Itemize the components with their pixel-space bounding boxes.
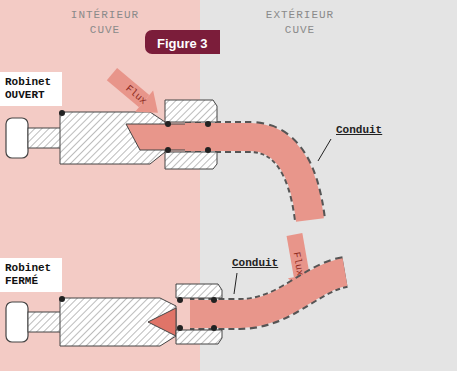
figure-badge: Figure 3: [145, 30, 220, 54]
flow-arrow: [103, 63, 167, 123]
leader-line: [318, 139, 331, 161]
region-heading: EXTÉRIEUR CUVE: [260, 8, 340, 38]
figure-number: Figure 3: [157, 36, 208, 52]
pipe-label: Conduit: [336, 124, 382, 137]
valve-state-label: Robinet OUVERT: [5, 76, 57, 102]
open-valve: [6, 100, 310, 220]
valve-state-box: Robinet OUVERT: [0, 72, 62, 106]
valve-state-label: Robinet FERMÉ: [5, 262, 57, 288]
valve-state-box: Robinet FERMÉ: [0, 258, 62, 292]
closed-valve: [6, 272, 345, 346]
region-heading: INTÉRIEUR CUVE: [65, 8, 145, 38]
leader-line: [234, 273, 237, 294]
pipe-label: Conduit: [232, 257, 278, 270]
